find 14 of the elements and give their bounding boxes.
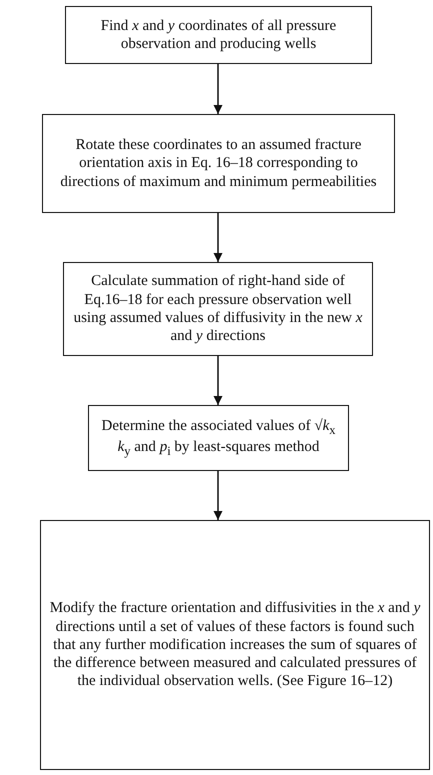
step-text: Find x and y coordinates of all pressure observation and producing wells	[100, 16, 338, 54]
step-text: Calculate summation of right-hand side of Eq.16–18 for each pressure observation well using assumed values of diffusivity in the new x and y directions	[72, 272, 364, 346]
arrow	[214, 471, 222, 520]
arrow	[214, 213, 222, 262]
process-box	[63, 262, 373, 356]
process-box	[42, 114, 395, 213]
step-text: Determine the associated values of √k$_{x}$ k$_{y}$ and p$_{i}$ by least-squares method	[100, 416, 336, 460]
process-box	[88, 405, 349, 471]
process-box	[65, 6, 372, 64]
step-text: Modify the fracture orientation and diffusivities in the x and y directions until a set of values of these factors is found such that any further modification increases the sum of squares of the difference between measured and calculated pressures of the individual observation wells. (See Figure 16–12)	[48, 599, 422, 691]
process-box	[40, 520, 430, 770]
step-text: Rotate these coordinates to an assumed fracture orientation axis in Eq. 16–18 corresponding to directions of maximum and minimum permeabilities	[59, 136, 378, 191]
arrow	[214, 64, 222, 114]
arrow	[214, 356, 222, 405]
